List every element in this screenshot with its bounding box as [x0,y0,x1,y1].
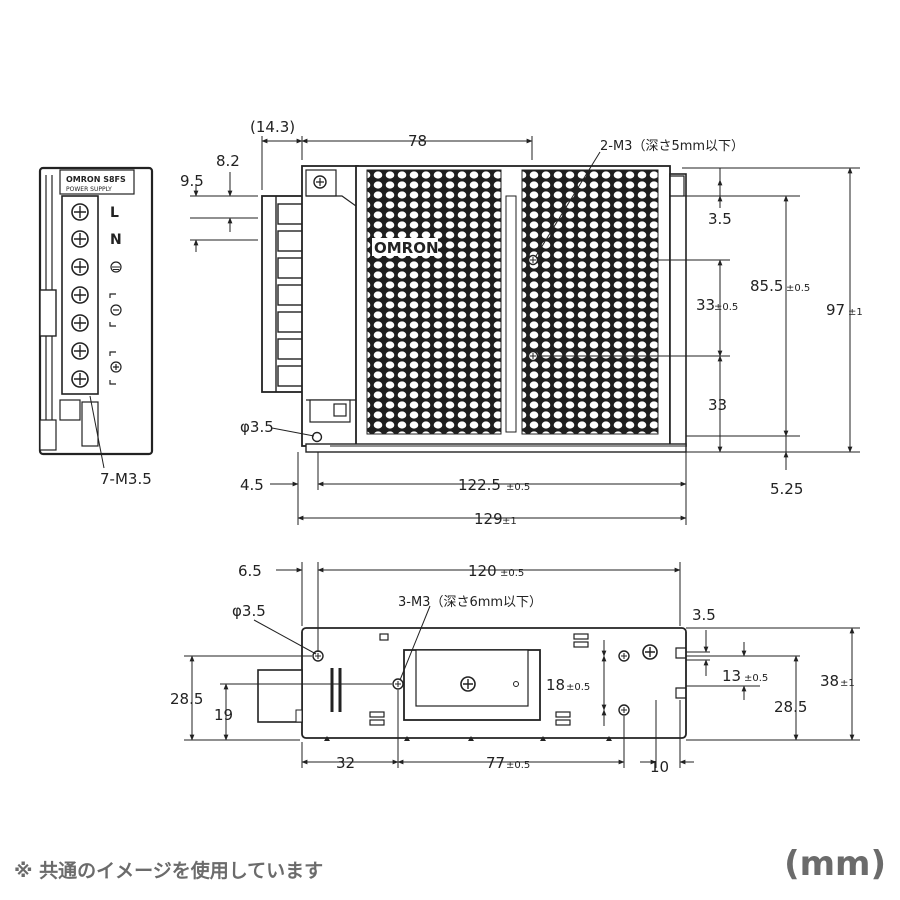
dim-97-tol: ±1 [848,307,863,318]
front-terminal-block [261,195,307,393]
frame-screw-icon [313,175,327,189]
bottom-dim-13-tol: ±0.5 [744,673,768,684]
dim-122-5-tol: ±0.5 [506,482,530,493]
dim-4-5: 4.5 [240,476,264,494]
dim-phi-3-5: φ3.5 [240,418,274,436]
mounting-hole-icon [527,350,539,362]
dim-5-25: 5.25 [770,480,803,498]
dim-85-5-tol: ±0.5 [786,283,810,294]
bottom-dim-3-5: 3.5 [692,606,716,624]
terminal-screw-2 [71,230,89,248]
dim-97: 97 [826,301,845,319]
bottom-dim-77-tol: ±0.5 [506,760,530,771]
bottom-dim-18: 18 [546,676,565,694]
dim-33-lower: 33 [708,396,727,414]
bottom-mount-hole-icon [392,678,404,690]
minus-output-icon [109,293,122,327]
plus-output-icon [109,351,122,385]
footer-note: ※ 共通のイメージを使用しています [14,860,324,882]
bottom-dim-77: 77 [486,754,505,772]
dim-3-5: 3.5 [708,210,732,228]
bottom-screw-icon [642,644,658,660]
bottom-mount-hole-icon [618,704,630,716]
front-left-frame [301,165,359,447]
plate-screw-icon [460,676,476,692]
side-screw-label: 7-M3.5 [100,470,152,488]
terminal-label-L: L [110,205,119,221]
bottom-dim-120: 120 [468,562,497,580]
front-view: OMRON [180,118,863,528]
side-view-subtitle: POWER SUPPLY [66,186,112,193]
vent-mesh-left [366,169,502,435]
side-view-brand: OMRON S8FS [66,175,126,184]
bottom-dim-38-tol: ±1 [840,678,855,689]
bottom-mount-hole-icon [618,650,630,662]
bottom-dim-28-5-left: 28.5 [170,690,203,708]
bottom-dim-120-tol: ±0.5 [500,568,524,579]
terminal-label-N: N [110,232,122,248]
dim-8-2: 8.2 [216,152,240,170]
dim-129: 129 [474,510,503,528]
bottom-dim-phi-3-5: φ3.5 [232,602,266,620]
side-view: OMRON S8FS POWER SUPPLY L N 7-M3.5 [38,166,154,488]
ground-symbol-icon [110,261,122,273]
mounting-hole-icon [311,431,323,443]
terminal-screw-7 [71,370,89,388]
dim-14-3: (14.3) [250,118,295,136]
bottom-dim-28-5-right: 28.5 [774,698,807,716]
terminal-screw-1 [71,203,89,221]
terminal-screw-4 [71,286,89,304]
unit-label: (mm) [784,844,886,884]
bottom-dim-19: 19 [214,706,233,724]
dim-9-5: 9.5 [180,172,204,190]
bottom-dim-10: 10 [650,758,669,776]
dim-78: 78 [408,132,427,150]
dim-33-upper-tol: ±0.5 [714,302,738,313]
dim-85-5: 85.5 [750,277,783,295]
bottom-dim-32: 32 [336,754,355,772]
bottom-dim-6-5: 6.5 [238,562,262,580]
vent-mesh-right [521,169,659,435]
bottom-dim-13: 13 [722,667,741,685]
bottom-view: 6.5 120 ±0.5 3-M3（深さ6mm以下） φ3.5 3.5 13 ±… [170,562,860,776]
dim-122-5: 122.5 [458,476,501,494]
terminal-screw-3 [71,258,89,276]
front-brand-logo: OMRON [374,239,439,257]
terminal-screw-6 [71,342,89,360]
bottom-dim-18-tol: ±0.5 [566,682,590,693]
terminal-screw-5 [71,314,89,332]
bottom-screw-note: 3-M3（深さ6mm以下） [398,595,542,610]
side-view-label-plate [59,169,135,195]
mounting-hole-icon [527,254,539,266]
screw-note-2-m3: 2-M3（深さ5mm以下） [600,139,744,154]
dim-33-upper: 33 [696,296,715,314]
dim-129-tol: ±1 [502,516,517,527]
bottom-dim-38: 38 [820,672,839,690]
